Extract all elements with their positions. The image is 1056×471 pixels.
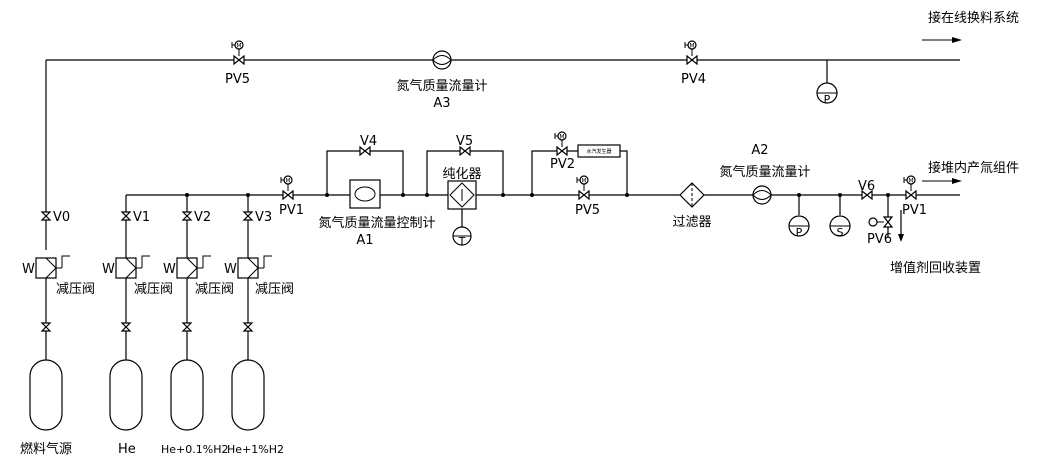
motor-m-label: M	[581, 178, 586, 185]
regulator-label-1: 减压阀	[134, 282, 173, 297]
purifier: 纯化器	[442, 167, 482, 210]
water-vapor-generator: 水汽发生器	[577, 144, 621, 158]
sensor-s: S	[829, 215, 851, 239]
pv2-label: PV2	[550, 157, 575, 172]
valve-v6[interactable]: V6	[858, 179, 875, 200]
v3-label[interactable]: V3	[255, 210, 272, 225]
mass-flow-meter-a3: 氮气质量流量计 A3	[396, 50, 488, 111]
motor-m-label: M	[236, 43, 241, 50]
pv1-right-label: PV1	[902, 203, 927, 218]
pv1-left-label: PV1	[279, 203, 304, 218]
branch-v2: V2 W 减压阀 He+0.1%H2	[161, 210, 234, 456]
valve-pv1-right[interactable]: PV1 M	[902, 175, 927, 218]
a2-name-label: 氮气质量流量计	[719, 164, 810, 180]
filter-label: 过滤器	[672, 215, 711, 230]
p-label-right: P	[796, 226, 803, 239]
recovery-label: 增值剂回收装置	[890, 260, 981, 276]
a3-id-label: A3	[433, 96, 450, 111]
mass-flow-controller-a1: 氮气质量流量控制计 A1	[318, 179, 436, 248]
reactor-component-outlet: 接堆内产氚组件	[922, 160, 1019, 184]
p-label-top: P	[824, 93, 831, 106]
motor-m-label: M	[689, 43, 694, 50]
s-label: S	[837, 226, 844, 239]
he-01-label: He+0.1%H2	[161, 443, 228, 456]
regulator-label-2: 减压阀	[195, 282, 234, 297]
online-system-outlet: 接在线换料系统	[922, 10, 1019, 43]
w-label-1: W	[102, 262, 115, 277]
a2-id-label: A2	[751, 143, 768, 158]
fuel-source-label: 燃料气源	[20, 441, 72, 457]
v6-label: V6	[858, 179, 875, 194]
v0-label[interactable]: V0	[53, 210, 70, 225]
a1-name-label: 氮气质量流量控制计	[318, 215, 435, 231]
valve-pv2[interactable]: PV2 M	[550, 131, 575, 172]
valve-pv6[interactable]: PV6	[867, 216, 894, 247]
pressure-gauge-right: P	[788, 215, 810, 239]
he-1-label: He+1%H2	[227, 443, 284, 456]
water-gen-label: 水汽发生器	[586, 148, 611, 155]
motor-m-label: M	[285, 178, 290, 185]
pressure-gauge-top: P	[816, 82, 838, 106]
t-label: T	[458, 235, 466, 248]
motor-m-label: M	[908, 178, 913, 185]
branch-v3: V3 W 减压阀 He+1%H2	[224, 210, 294, 456]
reactor-component-label: 接堆内产氚组件	[928, 160, 1019, 176]
he-label: He	[118, 442, 136, 457]
v4-label: V4	[360, 134, 377, 149]
pv4-label: PV4	[681, 72, 706, 87]
v5-label: V5	[456, 134, 473, 149]
temperature-gauge: T	[452, 226, 472, 248]
branch-v1: V1 W 减压阀 He	[102, 210, 173, 457]
junction-dots	[185, 193, 890, 197]
purifier-label: 纯化器	[442, 167, 481, 182]
a3-name-label: 氮气质量流量计	[396, 78, 487, 94]
branch-v0: V0 W 减压阀 燃料气源	[20, 210, 95, 457]
recovery-device: 增值剂回收装置	[890, 260, 981, 276]
filter: 过滤器	[672, 182, 712, 230]
valve-v5[interactable]: V5	[456, 134, 473, 156]
regulator-label-0: 减压阀	[56, 282, 95, 297]
a1-id-label: A1	[356, 233, 373, 248]
v2-label[interactable]: V2	[194, 210, 211, 225]
valve-pv5-mid[interactable]: PV5 M	[575, 175, 600, 218]
valve-pv5-top[interactable]: PV5 M	[225, 40, 250, 87]
pv5-top-label: PV5	[225, 72, 250, 87]
motor-m-label: M	[559, 134, 564, 141]
w-label-0: W	[22, 262, 35, 277]
pv5-mid-label: PV5	[575, 203, 600, 218]
regulator-label-3: 减压阀	[255, 282, 294, 297]
valve-v4[interactable]: V4	[359, 134, 377, 156]
w-label-2: W	[163, 262, 176, 277]
mass-flow-meter-a2: A2 氮气质量流量计	[719, 143, 811, 205]
pv6-label: PV6	[867, 232, 892, 247]
v1-label[interactable]: V1	[133, 210, 150, 225]
valve-pv4-top[interactable]: PV4 M	[681, 40, 706, 87]
valve-pv1-left[interactable]: PV1 M	[279, 175, 304, 218]
online-system-label: 接在线换料系统	[928, 10, 1019, 26]
w-label-3: W	[224, 262, 237, 277]
